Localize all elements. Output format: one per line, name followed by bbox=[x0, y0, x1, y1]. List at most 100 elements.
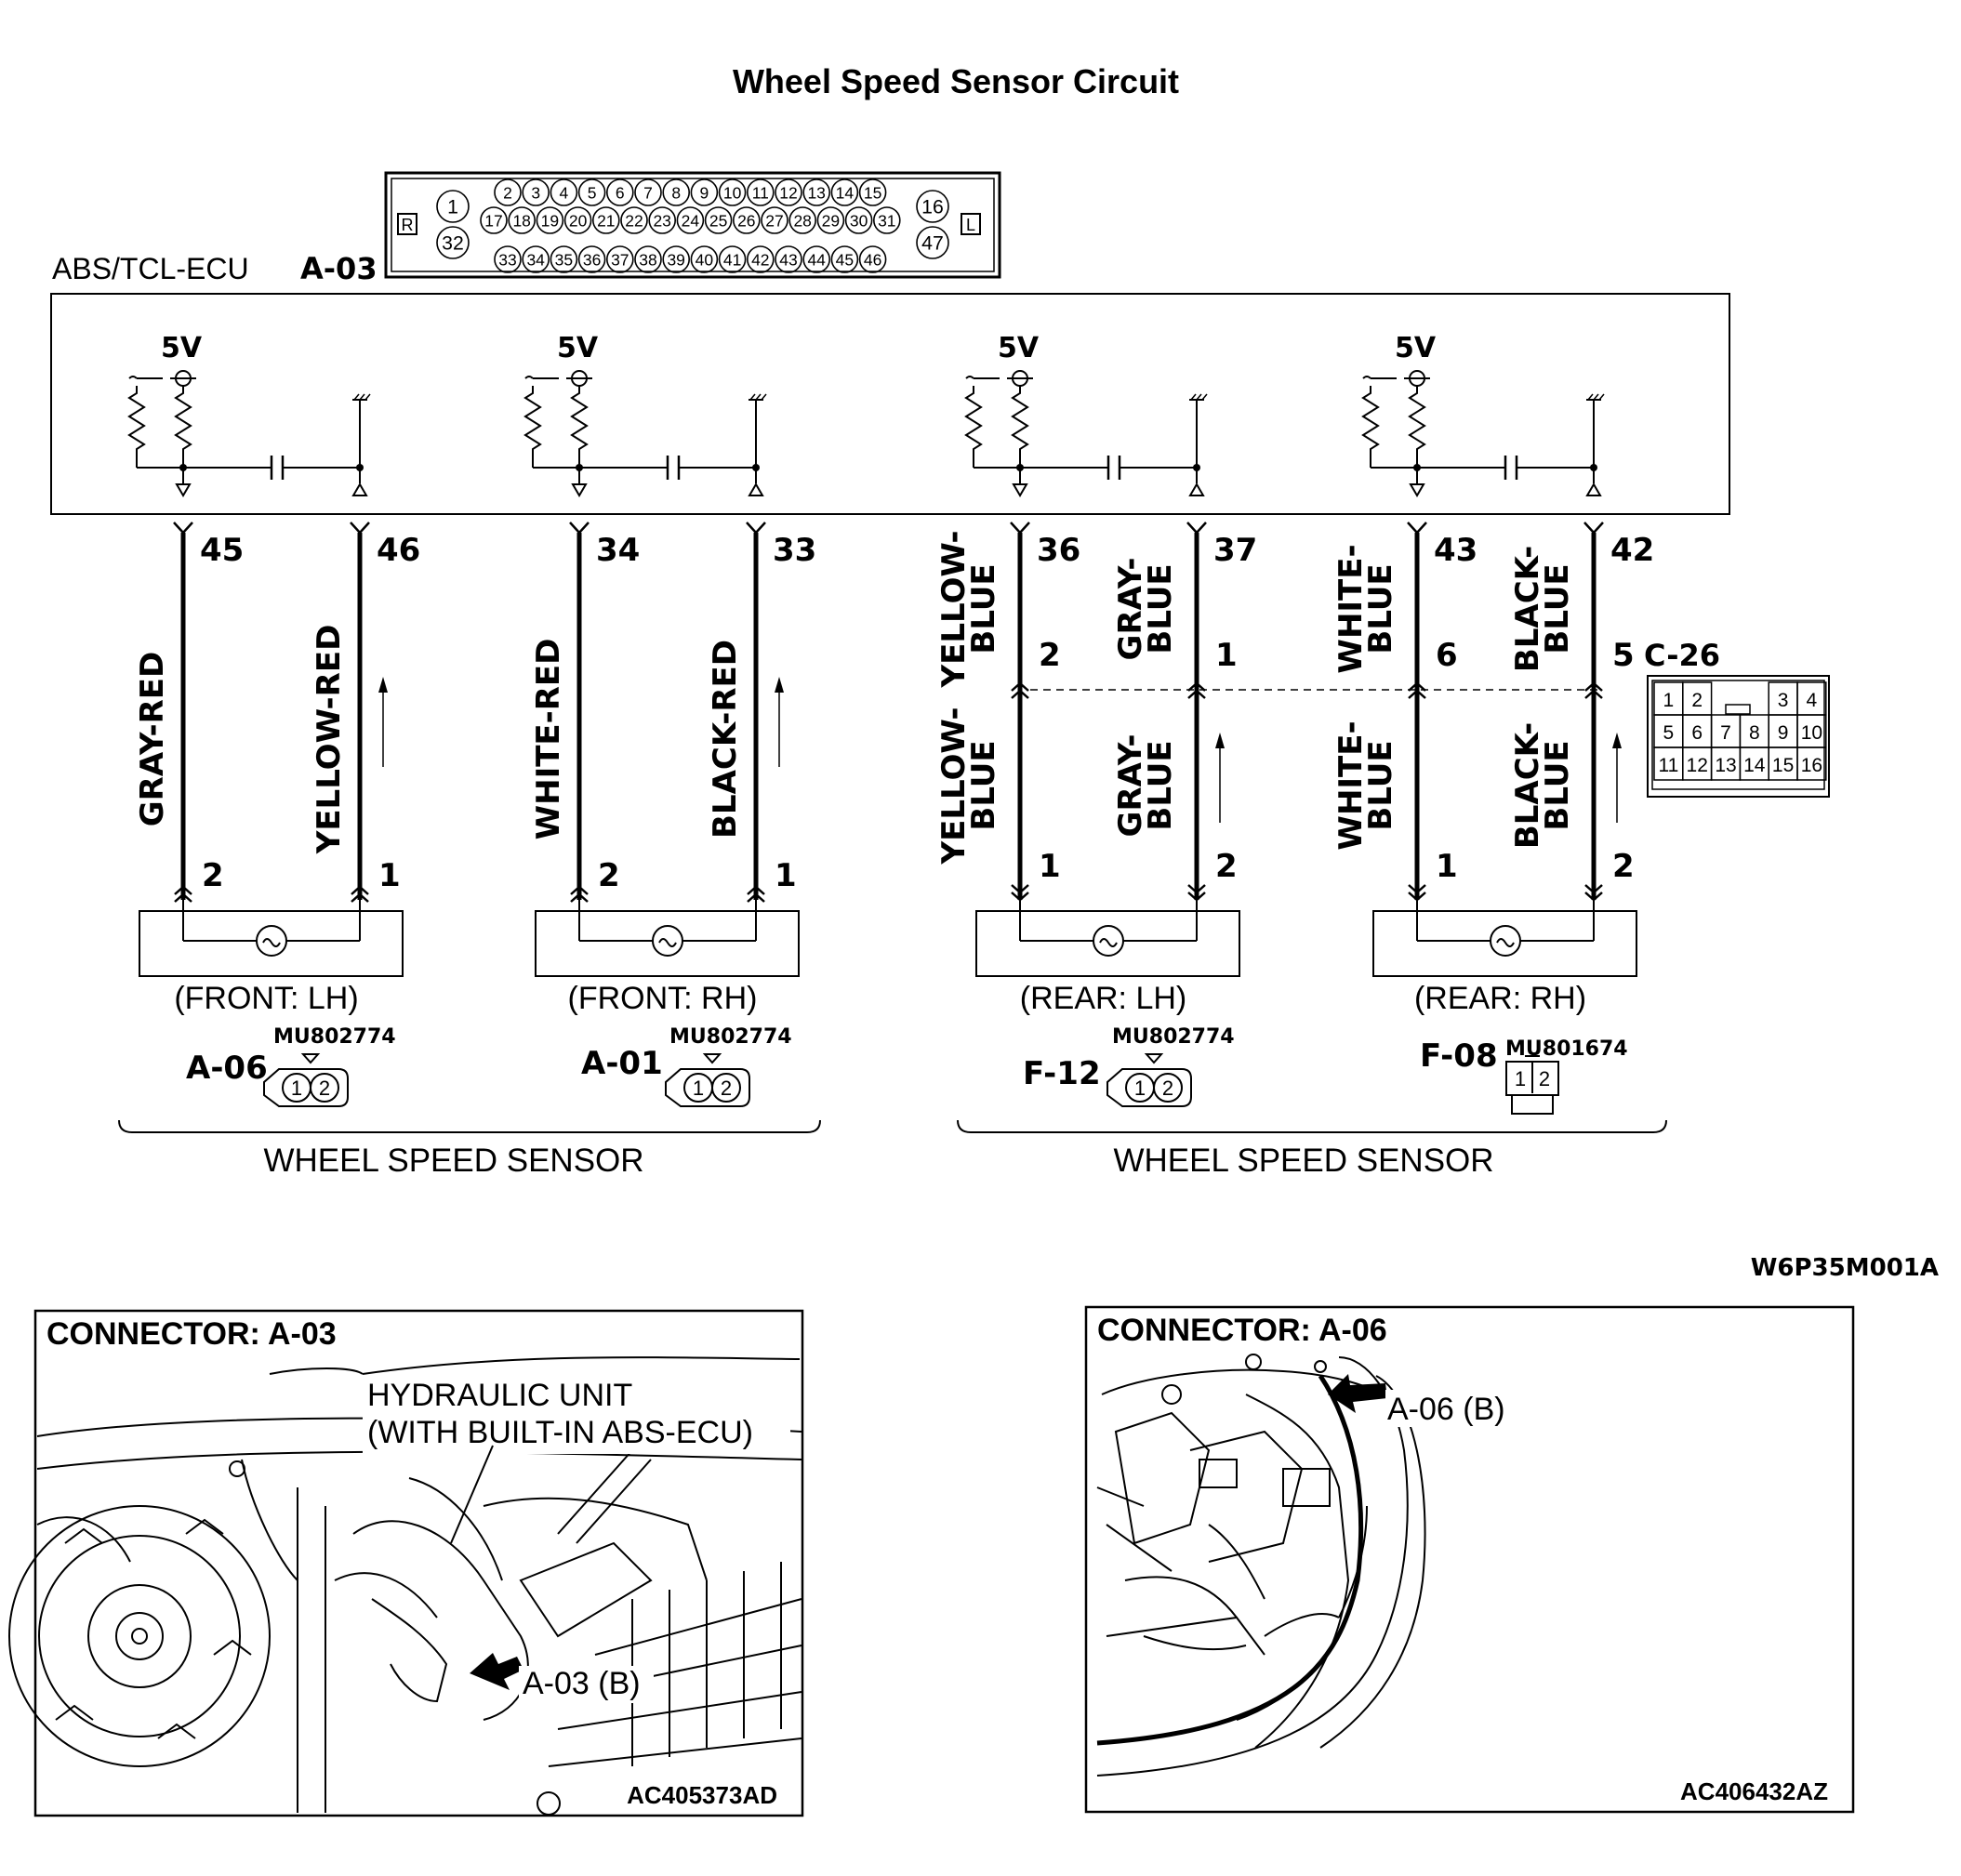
c26-cell: 6 bbox=[1682, 714, 1713, 748]
input-marker bbox=[1409, 483, 1425, 497]
c26-cell: 4 bbox=[1796, 681, 1827, 716]
wire-color-label-line1: BLACK- bbox=[1509, 546, 1546, 672]
c26-cell-label: 16 bbox=[1801, 755, 1822, 776]
connector-pin: 1 bbox=[693, 1077, 704, 1100]
ecu-pin-number: 43 bbox=[1434, 532, 1477, 569]
ecu-pin: 22 bbox=[620, 206, 648, 234]
wire-color-label: GRAY-RED bbox=[134, 652, 171, 827]
ecu-pin: 33 bbox=[494, 245, 522, 273]
ecu-pin-label: 3 bbox=[531, 183, 540, 202]
ecu-pin-label: 2 bbox=[503, 183, 512, 202]
c26-cell: 2 bbox=[1682, 681, 1713, 716]
sensor-terminal-number: 2 bbox=[598, 857, 620, 894]
bias-resistor bbox=[128, 385, 145, 457]
wire-color-label-line1: WHITE- bbox=[1332, 544, 1370, 673]
ecu-pin-label: 39 bbox=[667, 250, 684, 269]
ecu-pin: 17 bbox=[480, 206, 508, 234]
c26-cell: 15 bbox=[1768, 746, 1798, 781]
bias-resistor bbox=[524, 385, 541, 457]
ecu-pin: 23 bbox=[648, 206, 677, 234]
input-marker bbox=[1188, 482, 1205, 496]
pullup-resistor bbox=[175, 385, 192, 457]
ecu-pin: 29 bbox=[816, 206, 845, 234]
figure-code: W6P35M001A bbox=[1751, 1254, 1939, 1282]
ecu-pin: 20 bbox=[563, 206, 592, 234]
ecu-pin-number: 33 bbox=[773, 532, 816, 569]
front-group-label: WHEEL SPEED SENSOR bbox=[263, 1143, 643, 1179]
ecu-pin: 18 bbox=[508, 206, 537, 234]
c26-cell: 16 bbox=[1796, 746, 1827, 781]
ecu-pin-label: 36 bbox=[583, 250, 601, 269]
engine-bay-drawing-a06 bbox=[1096, 1354, 1426, 1777]
wire-color-label-line2: BLUE bbox=[965, 563, 1002, 654]
input-marker bbox=[748, 482, 764, 496]
ecu-pin: 46 bbox=[858, 245, 887, 273]
connector-pin: 2 bbox=[1162, 1077, 1173, 1100]
wire-color-label-line1: GRAY- bbox=[1112, 558, 1149, 661]
c26-cell-label: 3 bbox=[1778, 690, 1789, 711]
rear-sensor-brace bbox=[957, 1119, 1667, 1133]
wire-color-label: BLACK-RED bbox=[707, 640, 744, 839]
ecu-pin-number: 46 bbox=[377, 532, 420, 569]
ecu-pin-label: 24 bbox=[682, 211, 700, 230]
c26-cell: 10 bbox=[1796, 714, 1827, 748]
ac-generator-icon bbox=[256, 925, 287, 957]
ecu-pin: 8 bbox=[662, 178, 691, 206]
wire-color-label-line1: YELLOW- bbox=[935, 707, 973, 865]
input-marker bbox=[1585, 482, 1602, 496]
ecu-pin: 38 bbox=[634, 245, 662, 273]
bias-resistor bbox=[965, 385, 982, 457]
sensor-part-number: MU802774 bbox=[1112, 1025, 1235, 1049]
supply-5v-label: 5V bbox=[998, 332, 1040, 364]
c26-terminal-number: 2 bbox=[1039, 637, 1061, 674]
ecu-pin-label: 8 bbox=[671, 183, 681, 202]
sensor-part-number: MU802774 bbox=[669, 1025, 792, 1049]
c26-cell-label: 11 bbox=[1658, 755, 1678, 776]
ecu-pin-label: 38 bbox=[639, 250, 656, 269]
ecu-pin: 26 bbox=[732, 206, 761, 234]
wire-color-label: YELLOW-BLUE bbox=[935, 707, 1002, 865]
connector-a06-panel: CONNECTOR: A-06 A-06 (B) AC406432AZ bbox=[1084, 1305, 1855, 1814]
c26-cell-label: 6 bbox=[1691, 722, 1703, 744]
ac-generator-icon bbox=[1093, 925, 1124, 957]
ecu-pin-label: 11 bbox=[752, 183, 769, 202]
ecu-pin-label: 10 bbox=[723, 183, 742, 202]
sensor-connector-code: A-01 bbox=[581, 1045, 663, 1082]
ecu-pin-label: 35 bbox=[555, 250, 573, 269]
c26-terminal-number: 6 bbox=[1436, 637, 1458, 674]
c26-cell: 9 bbox=[1768, 714, 1798, 748]
ecu-pin: 14 bbox=[830, 178, 859, 206]
ecu-pin: 21 bbox=[591, 206, 620, 234]
sensor-box bbox=[975, 910, 1240, 977]
wire-color-label: GRAY-BLUE bbox=[1112, 734, 1179, 838]
sensor-terminal-number: 2 bbox=[1612, 848, 1635, 885]
ecu-pin: 11 bbox=[746, 178, 775, 206]
ac-generator-icon bbox=[1490, 925, 1521, 957]
ecu-pin-label: 18 bbox=[512, 211, 530, 230]
ecu-pin-label: 9 bbox=[700, 183, 709, 202]
ecu-pin: 47 bbox=[916, 226, 949, 259]
c26-cell-label: 9 bbox=[1778, 722, 1789, 744]
ecu-pin: 40 bbox=[690, 245, 719, 273]
ecu-pin: 28 bbox=[788, 206, 817, 234]
c26-cell-label: 15 bbox=[1772, 755, 1794, 776]
supply-5v-label: 5V bbox=[161, 332, 203, 364]
ecu-pin-label: 13 bbox=[807, 183, 825, 202]
sensor-name: (REAR: LH) bbox=[1020, 981, 1186, 1016]
ecu-pin-label: 32 bbox=[442, 232, 464, 255]
input-marker bbox=[571, 483, 588, 497]
c26-cell-label: 14 bbox=[1743, 755, 1766, 776]
ecu-pin: 35 bbox=[550, 245, 578, 273]
ecu-pin-label: 23 bbox=[653, 211, 670, 230]
sensor-part-number: MU801674 bbox=[1505, 1037, 1628, 1061]
c26-cell-label: 4 bbox=[1807, 690, 1818, 711]
ecu-pin-label: 15 bbox=[864, 183, 881, 202]
connector-a06-pointer: A-06 (B) bbox=[1387, 1392, 1505, 1427]
ecu-pin: 10 bbox=[718, 178, 747, 206]
wire-color-label: BLACK-BLUE bbox=[1509, 546, 1576, 672]
pointer-arrow-a06 bbox=[1328, 1374, 1387, 1413]
pullup-resistor bbox=[571, 385, 588, 457]
